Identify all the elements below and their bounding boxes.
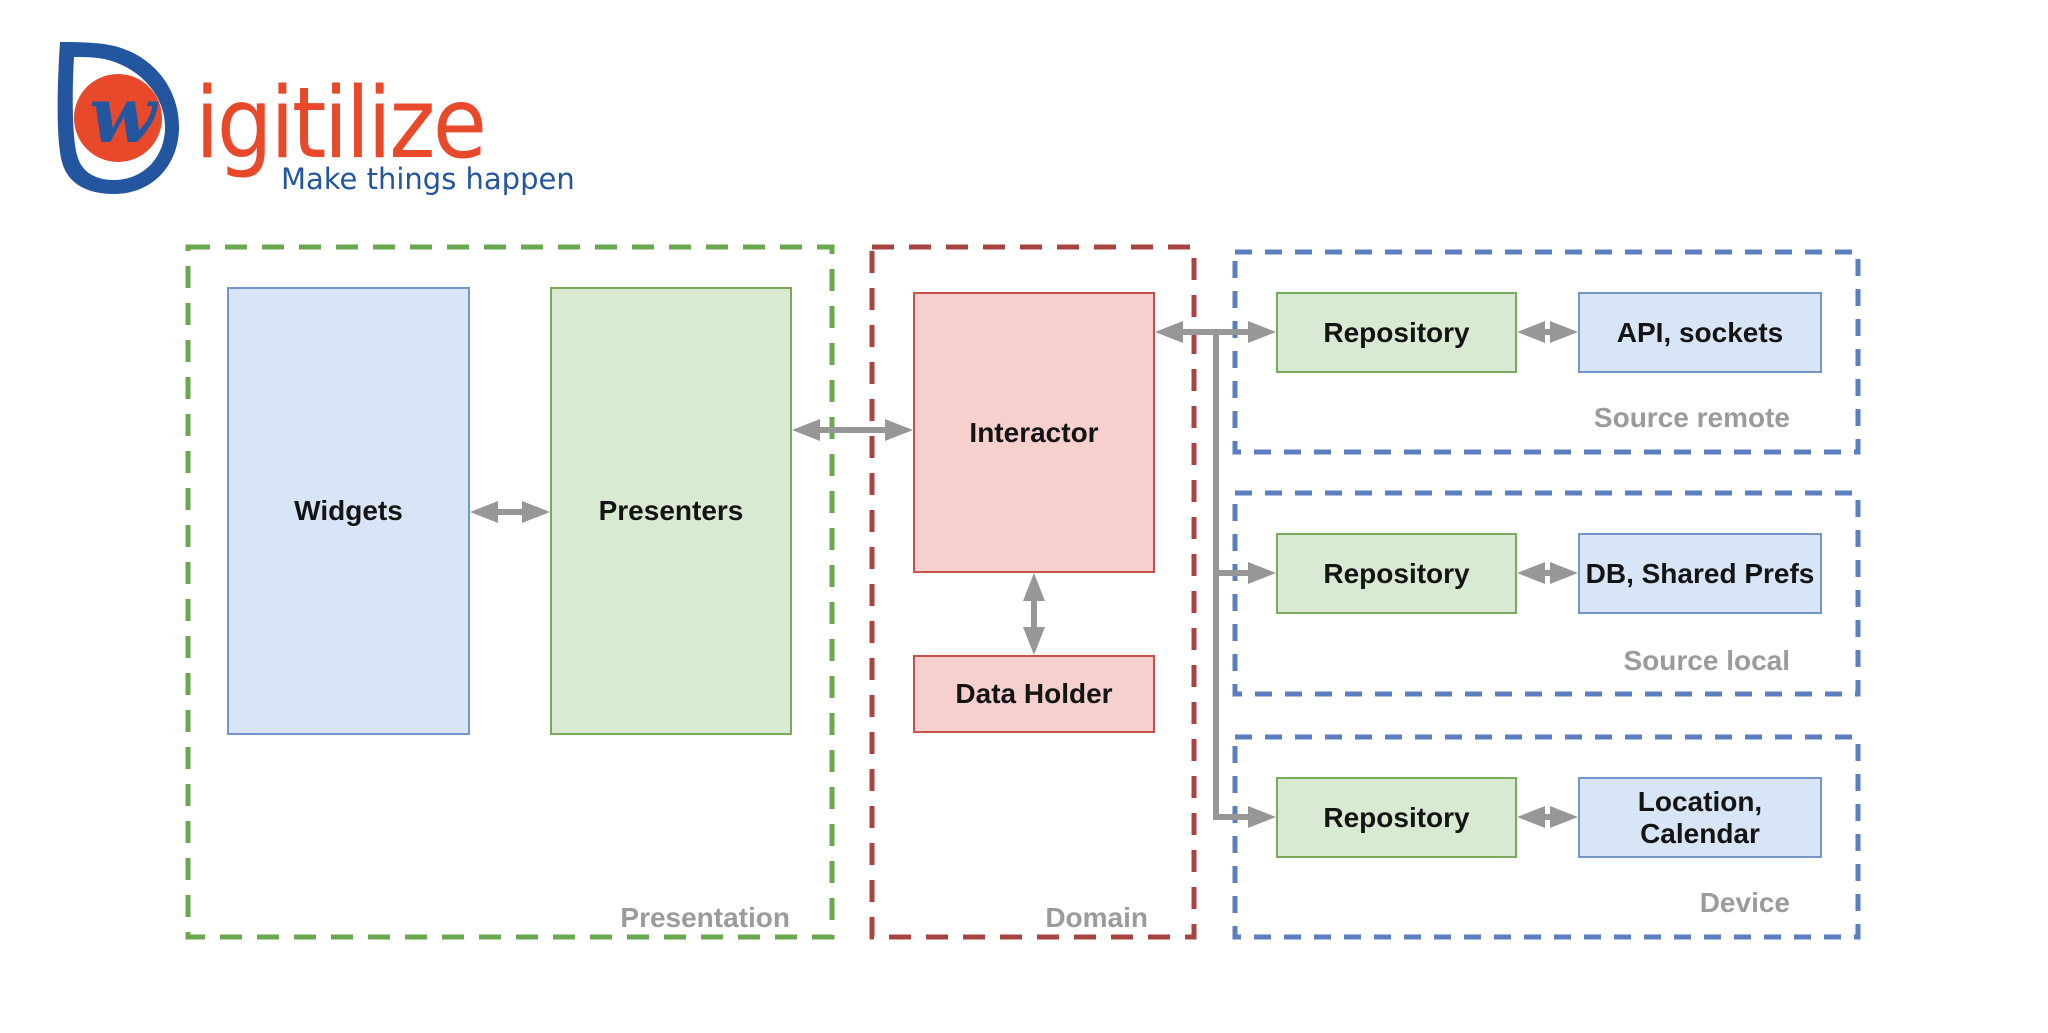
api-sockets-box: API, sockets xyxy=(1578,292,1822,373)
source-label: API, sockets xyxy=(1616,316,1784,348)
repository-label: Repository xyxy=(1323,801,1470,833)
data-holder-box: Data Holder xyxy=(913,655,1155,733)
repository-label: Repository xyxy=(1323,316,1470,348)
arrow-interactor-data-holder xyxy=(1023,573,1045,655)
arrow-repository-db xyxy=(1517,562,1578,584)
domain-zone-label: Domain xyxy=(1045,902,1148,933)
interactor-box: Interactor xyxy=(913,292,1155,573)
db-shared-prefs-box: DB, Shared Prefs xyxy=(1578,533,1822,614)
presentation-zone-label: Presentation xyxy=(620,902,790,933)
presenters-box: Presenters xyxy=(550,287,792,735)
device-zone-label: Device xyxy=(1699,887,1790,918)
interactor-label: Interactor xyxy=(969,416,1099,448)
widgets-box: Widgets xyxy=(227,287,470,735)
logo-d-outline xyxy=(57,42,180,194)
logo-circle xyxy=(74,74,162,162)
location-calendar-box: Location, Calendar xyxy=(1578,777,1822,858)
source-label: Location, Calendar xyxy=(1637,785,1763,849)
arrow-repository-location xyxy=(1517,806,1578,828)
repository-box-local: Repository xyxy=(1276,533,1517,614)
arrow-interactor-repository-remote xyxy=(1155,321,1276,343)
repository-label: Repository xyxy=(1323,557,1470,589)
arrow-presenters-interactor xyxy=(792,419,913,441)
source-label: DB, Shared Prefs xyxy=(1585,557,1815,589)
digitilize-logo: w igitilize Make things happen xyxy=(55,36,575,206)
logo-wordmark: igitilize xyxy=(195,67,487,181)
logo-monogram: w xyxy=(89,70,159,161)
data-holder-label: Data Holder xyxy=(955,678,1113,709)
repository-box-device: Repository xyxy=(1276,777,1517,858)
arrow-widgets-presenters xyxy=(470,501,550,523)
arrow-trunk-branches xyxy=(1213,332,1276,828)
widgets-label: Widgets xyxy=(294,495,403,526)
repository-box-remote: Repository xyxy=(1276,292,1517,373)
logo-d-icon: w xyxy=(57,42,180,194)
arrow-repository-api xyxy=(1517,321,1578,343)
presenters-label: Presenters xyxy=(598,495,744,526)
source-remote-zone-label: Source remote xyxy=(1593,402,1790,433)
source-local-zone-label: Source local xyxy=(1623,645,1790,676)
logo-tagline: Make things happen xyxy=(281,162,575,196)
